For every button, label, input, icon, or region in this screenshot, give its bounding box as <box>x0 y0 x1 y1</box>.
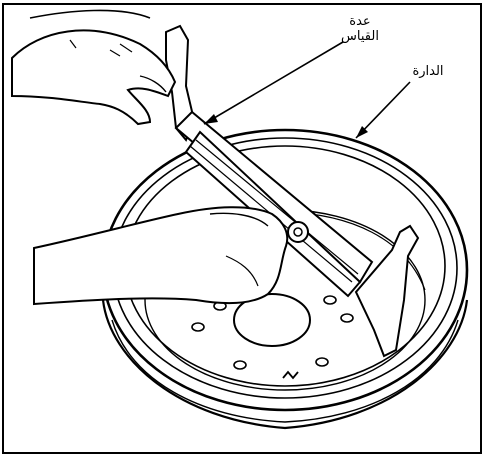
center-hand <box>34 207 287 304</box>
gauge-tool <box>166 26 418 356</box>
gauge-tool-leader <box>204 42 343 124</box>
rim-label: الدارة <box>398 64 458 79</box>
gauge-tool-arrowhead <box>204 114 218 124</box>
gauge-tool-label-line1: عدة <box>330 14 390 29</box>
cable-line <box>30 10 150 18</box>
gauge-tool-label: عدة القياس <box>330 14 390 44</box>
gauge-tool-label-line2: القياس <box>330 29 390 44</box>
upper-hand <box>12 30 175 124</box>
